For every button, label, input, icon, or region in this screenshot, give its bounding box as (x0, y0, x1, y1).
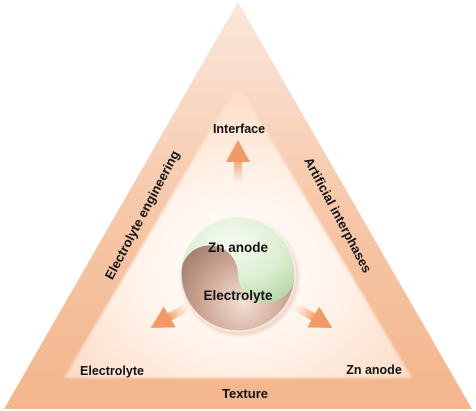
yin-yang-center (180, 216, 299, 336)
center-bottom-label: Electrolyte (203, 288, 273, 303)
edge-bottom-label: Texture (222, 386, 268, 401)
arrow-up (226, 140, 250, 182)
vertex-bottom-left-label: Electrolyte (80, 364, 144, 378)
arrow-bottom-right (293, 303, 333, 328)
arrow-bottom-left (150, 303, 190, 328)
vertex-bottom-right-label: Zn anode (346, 363, 402, 377)
yin-light-half (181, 217, 295, 303)
vertex-top-label: Interface (213, 122, 265, 136)
center-top-label: Zn anode (208, 240, 268, 255)
